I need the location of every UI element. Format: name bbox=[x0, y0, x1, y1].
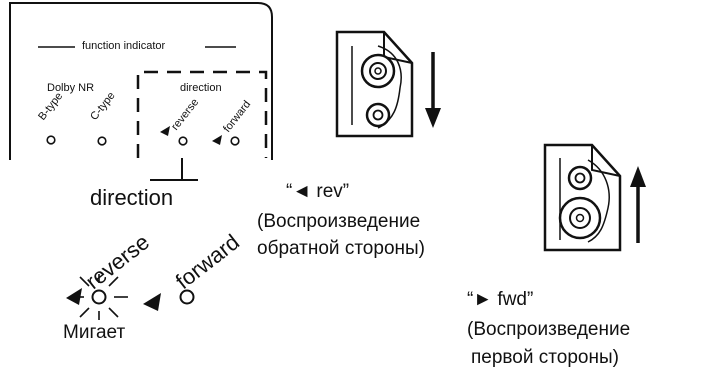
led-forward-big bbox=[179, 289, 195, 305]
led-c-type bbox=[97, 136, 107, 146]
rev-line1: (Воспроизведение bbox=[257, 211, 421, 232]
fwd-code: “► fwd” bbox=[467, 289, 534, 310]
led-b-type bbox=[46, 135, 56, 145]
fwd-line2: первой стороны) bbox=[471, 347, 619, 368]
direction-dashed-box bbox=[136, 70, 268, 158]
forward-pointer bbox=[212, 135, 222, 145]
led-forward bbox=[230, 136, 240, 146]
rev-code: “◄ rev” bbox=[286, 181, 350, 202]
dolby-label: Dolby NR bbox=[47, 82, 95, 94]
direction-panel-label: direction bbox=[180, 82, 222, 94]
cassette-up-icon bbox=[543, 143, 622, 252]
arrow-down-icon bbox=[425, 52, 441, 128]
led-reverse bbox=[178, 136, 188, 146]
fwd-line1: (Воспроизведение bbox=[467, 319, 631, 340]
reverse-pointer bbox=[160, 126, 170, 136]
arrow-up-icon bbox=[630, 166, 646, 243]
forward-big-pointer bbox=[143, 293, 161, 311]
panel-outline bbox=[9, 2, 273, 160]
reverse-big-pointer bbox=[66, 288, 82, 305]
blink-state-label: Мигает bbox=[63, 322, 126, 343]
rev-line2: обратной стороны) bbox=[257, 238, 425, 259]
callout-direction-label: direction bbox=[90, 185, 174, 210]
cassette-down-icon bbox=[335, 30, 414, 138]
panel-title: function indicator bbox=[82, 40, 166, 52]
led-blink-icon bbox=[70, 274, 128, 320]
